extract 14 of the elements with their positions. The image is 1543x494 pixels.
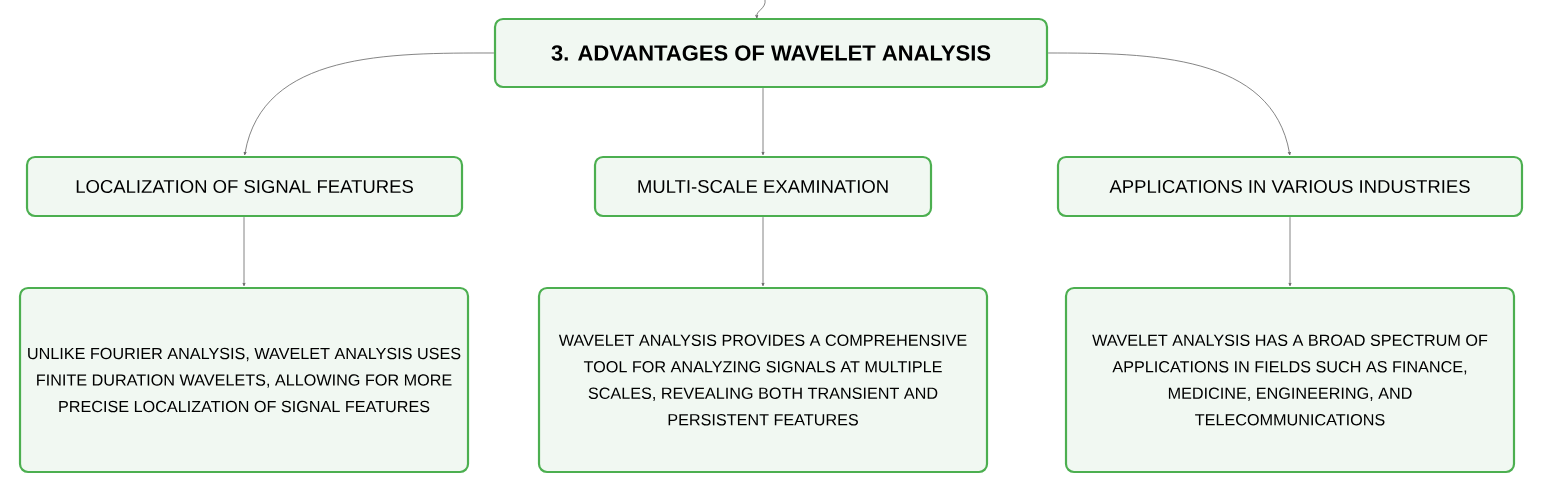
arrow — [1047, 52, 1291, 156]
subtopic-box: LOCALIZATION OF SIGNAL FEATURES — [25, 155, 464, 218]
arrow — [761, 87, 765, 156]
arrow — [243, 52, 495, 156]
arrow — [755, 0, 766, 19]
arrow — [242, 216, 246, 287]
subtopic-box: MULTI-SCALE EXAMINATION — [593, 155, 933, 218]
description-box: WAVELET ANALYSIS PROVIDES A COMPREHENSIVE TOOL FOR ANALYZING SIGNALS AT MULTIPLE SCALES, REVEALING BOTH TRANSIENT AND PERSISTENT FEATURES — [537, 286, 989, 474]
description-box: WAVELET ANALYSIS HAS A BROAD SPECTRUM OF APPLICATIONS IN FIELDS SUCH AS FINANCE, MEDICINE, ENGINEERING, AND TELECOMMUNICATIONS — [1064, 286, 1516, 474]
subtopic-box: APPLICATIONS IN VARIOUS INDUSTRIES — [1056, 155, 1524, 218]
arrow — [1288, 216, 1292, 287]
description-box: UNLIKE FOURIER ANALYSIS, WAVELET ANALYSIS USES FINITE DURATION WAVELETS, ALLOWING FOR MORE PRECISE LOCALIZATION OF SIGNAL FEATURES — [18, 286, 470, 474]
arrow — [761, 216, 765, 287]
topic-box: 3. ADVANTAGES OF WAVELET ANALYSIS — [493, 17, 1049, 89]
